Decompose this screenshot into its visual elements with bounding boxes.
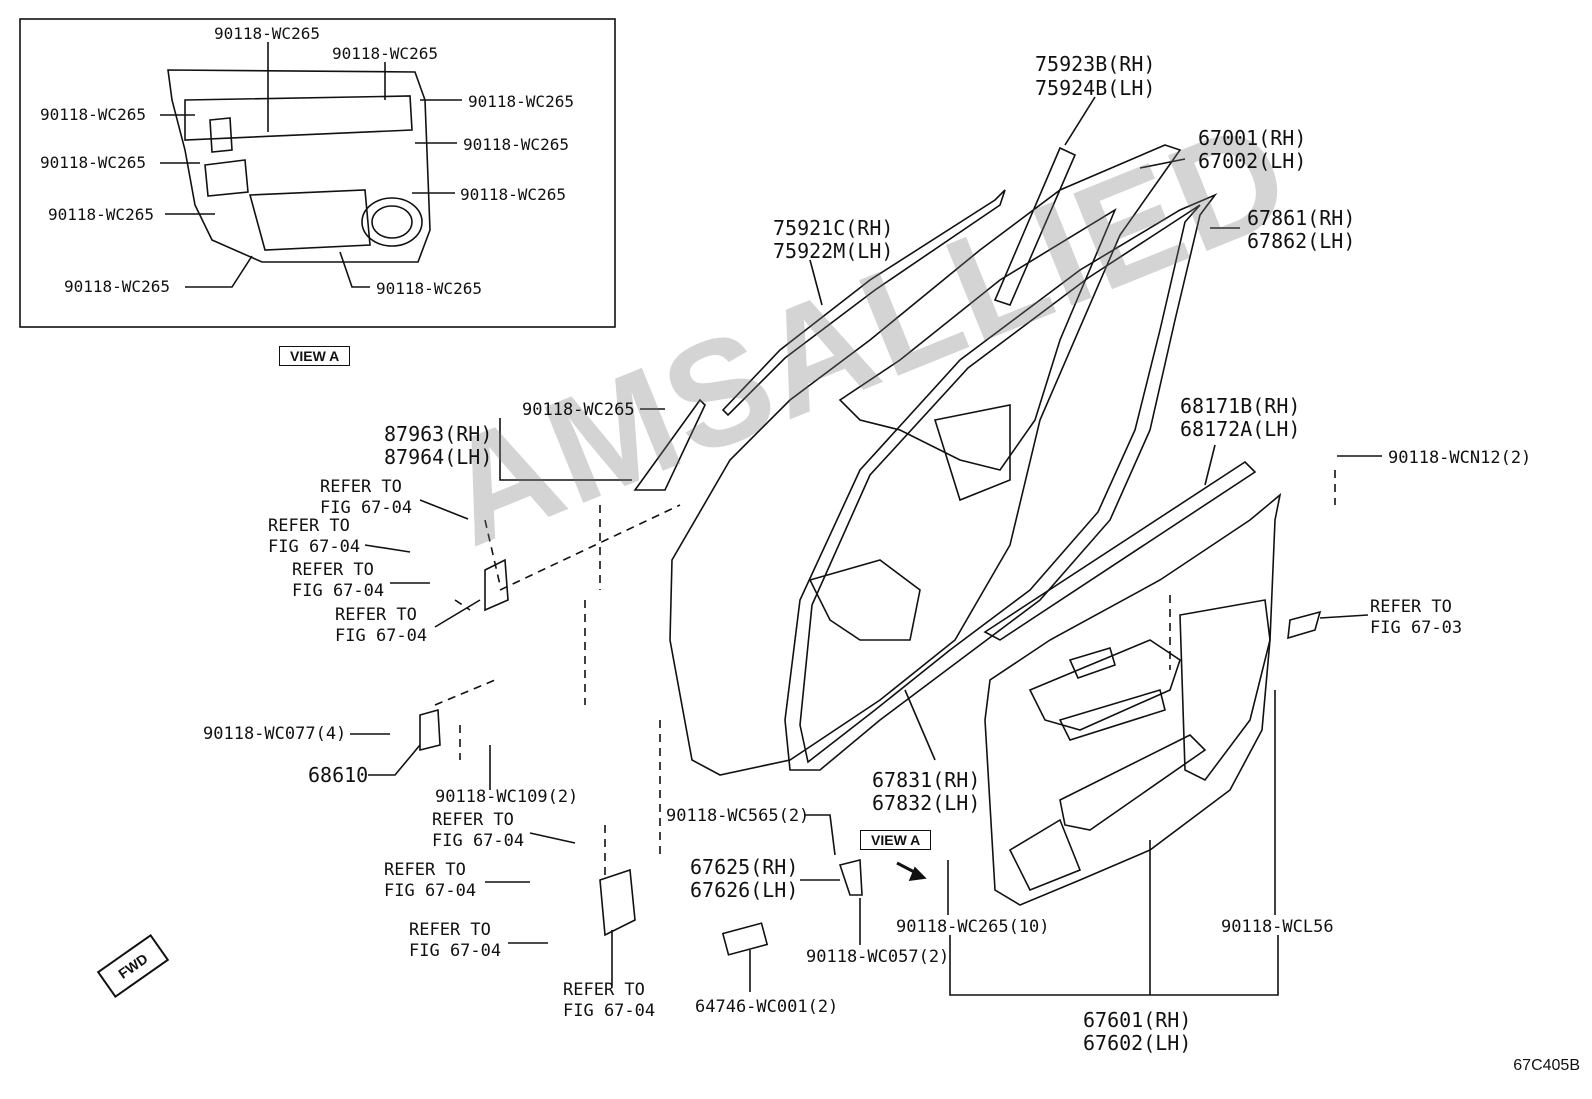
label-bolt-wc109: 90118-WC109(2) — [435, 787, 579, 807]
refer-to-6: REFER TO — [384, 860, 466, 880]
view-a-frame — [19, 18, 616, 328]
door-check — [419, 708, 441, 752]
fig-6704-6: FIG 67-04 — [384, 881, 477, 901]
moulding-75921 — [721, 189, 1006, 417]
fig-6703: FIG 67-03 — [1370, 618, 1463, 638]
view-a-label-bottom-right: 90118-WC265 — [376, 279, 482, 298]
label-bolt-wc057: 90118-WC057(2) — [806, 947, 950, 967]
upper-hinge — [484, 558, 509, 612]
label-bolt-wc077: 90118-WC077(4) — [203, 724, 347, 744]
label-75921: 75921C(RH) — [773, 216, 894, 240]
label-bolt-wc565: 90118-WC565(2) — [666, 806, 810, 826]
view-a-trim — [167, 69, 431, 263]
view-a-label-right1: 90118-WC265 — [468, 92, 574, 111]
fig-6704-4: FIG 67-04 — [335, 626, 428, 646]
view-a-label-bottom-left: 90118-WC265 — [64, 277, 170, 296]
label-87963: 87963(RH) — [384, 422, 493, 446]
view-a-tag-main: VIEW A — [860, 830, 932, 850]
label-67625: 67625(RH) — [690, 855, 799, 879]
label-75922: 75922M(LH) — [773, 239, 894, 263]
label-bolt-wcn12: 90118-WCN12(2) — [1388, 448, 1532, 468]
label-67862: 67862(LH) — [1247, 229, 1356, 253]
label-68610: 68610 — [308, 763, 369, 787]
label-67861: 67861(RH) — [1247, 206, 1356, 230]
label-68171: 68171B(RH) — [1180, 394, 1301, 418]
label-64746: 64746-WC001(2) — [695, 997, 839, 1017]
refer-to-4: REFER TO — [335, 605, 417, 625]
fig-6704-2: FIG 67-04 — [268, 537, 361, 557]
fig-6704-1: FIG 67-04 — [320, 498, 413, 518]
label-87964: 87964(LH) — [384, 445, 493, 469]
refer-to-5: REFER TO — [432, 810, 514, 830]
corner-cover — [633, 398, 706, 491]
refer-to-6703: REFER TO — [1370, 597, 1452, 617]
label-bolt-wc265-10: 90118-WC265(10) — [896, 917, 1050, 937]
refer-to-2: REFER TO — [268, 516, 350, 536]
label-68172: 68172A(LH) — [1180, 417, 1301, 441]
view-a-label-left1: 90118-WC265 — [40, 105, 146, 124]
view-a-label-right2: 90118-WC265 — [463, 135, 569, 154]
door-trim-board — [984, 492, 1282, 906]
door-outer-panel — [669, 144, 1182, 776]
refer-to-8: REFER TO — [563, 980, 645, 1000]
label-bolt-a: 90118-WC265 — [522, 400, 635, 420]
small-trim — [1287, 610, 1322, 640]
bracket — [838, 858, 863, 896]
fig-6704-7: FIG 67-04 — [409, 941, 502, 961]
part-64746 — [721, 922, 769, 956]
lower-hinge — [599, 868, 636, 937]
refer-to-3: REFER TO — [292, 560, 374, 580]
view-a-label-left3: 90118-WC265 — [48, 205, 154, 224]
view-a-tag: VIEW A — [279, 346, 351, 366]
refer-to-7: REFER TO — [409, 920, 491, 940]
label-67002: 67002(LH) — [1198, 149, 1307, 173]
view-a-label-top2: 90118-WC265 — [332, 44, 438, 63]
label-67602: 67602(LH) — [1083, 1031, 1192, 1055]
fig-6704-8: FIG 67-04 — [563, 1001, 656, 1021]
refer-to-1: REFER TO — [320, 477, 402, 497]
label-67831: 67831(RH) — [872, 768, 981, 792]
label-75924: 75924B(LH) — [1035, 76, 1156, 100]
label-67601: 67601(RH) — [1083, 1008, 1192, 1032]
belt-moulding — [983, 460, 1257, 641]
view-a-label-left2: 90118-WC265 — [40, 153, 146, 172]
diagram-code: 67C405B — [1513, 1057, 1580, 1074]
weatherstrip — [784, 193, 1218, 771]
view-a-label-right3: 90118-WC265 — [460, 185, 566, 204]
label-75923: 75923B(RH) — [1035, 52, 1156, 76]
fig-6704-3: FIG 67-04 — [292, 581, 385, 601]
moulding-75923 — [993, 146, 1077, 306]
label-67832: 67832(LH) — [872, 791, 981, 815]
view-a-label-top1: 90118-WC265 — [214, 24, 320, 43]
label-67626: 67626(LH) — [690, 878, 799, 902]
fig-6704-5: FIG 67-04 — [432, 831, 525, 851]
label-67001: 67001(RH) — [1198, 126, 1307, 150]
label-bolt-wcl56: 90118-WCL56 — [1221, 917, 1334, 937]
